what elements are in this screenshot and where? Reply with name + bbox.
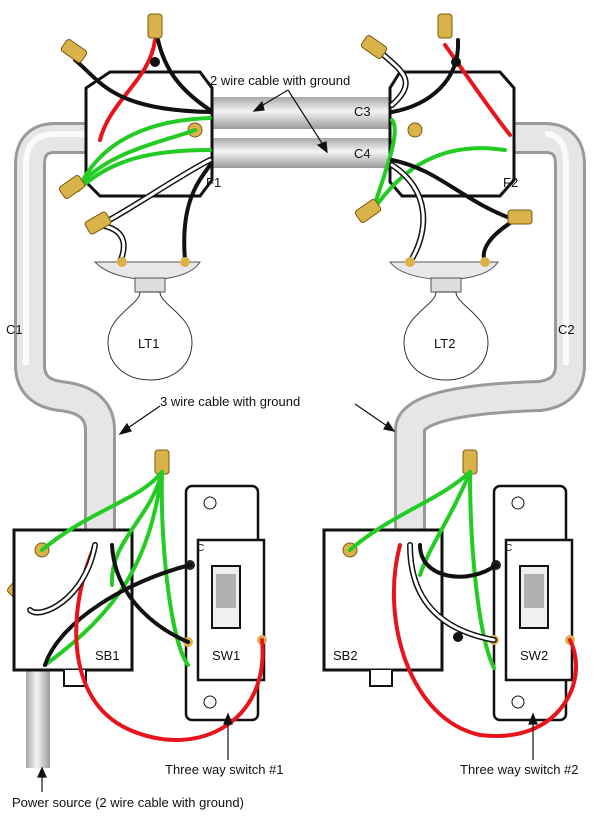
c4-label: C4 [354,146,371,161]
lt2-label: LT2 [434,336,456,351]
c2-label: C2 [558,322,575,337]
sw1-common-label: C [197,543,205,554]
conduit-c4 [210,138,392,168]
conduit-c2 [394,122,586,540]
conduit-c1 [13,122,116,540]
sb1-wires [27,470,265,742]
c3-label: C3 [354,104,371,119]
f2-wires [370,38,517,265]
sw2-common-label: C [505,543,513,554]
sb2-label: SB2 [333,648,358,663]
c1-label: C1 [6,322,23,337]
conduit-power [26,668,50,768]
lamp-lt1 [93,257,201,381]
lt1-label: LT1 [138,336,160,351]
f1-label: F1 [206,175,222,190]
sb1-label: SB1 [95,648,120,663]
top-cable-label: 2 wire cable with ground [210,73,351,88]
f2-label: F2 [503,175,519,190]
three-way-switch-sw1 [183,484,267,722]
conduit-c3 [210,97,392,129]
junction-box-f1 [84,70,214,198]
switch2-label: Three way switch #2 [460,762,579,777]
sb2-wires [348,470,578,739]
sw1-label: SW1 [212,648,241,663]
splice-dot [150,57,160,67]
mid-cable-label: 3 wire cable with ground [160,394,301,409]
f1-wires [73,38,213,265]
lamp-lt2 [388,257,499,381]
annotation-arrows [37,89,538,792]
three-way-switch-sw2 [489,484,575,722]
splice-dot [451,57,461,67]
sw2-label: SW2 [520,648,549,663]
power-source-label: Power source (2 wire cable with ground) [12,795,244,810]
switch1-label: Three way switch #1 [165,762,284,777]
splice-dot [453,632,463,642]
